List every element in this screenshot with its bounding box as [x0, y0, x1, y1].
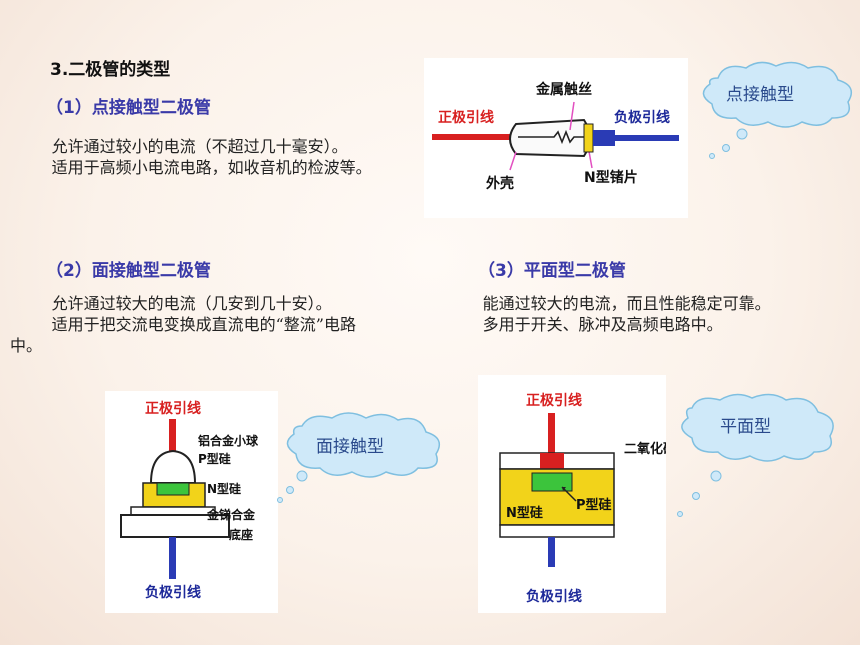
section-title: 3.二极管的类型: [50, 60, 171, 80]
planar-neg-lead-label: 负极引线: [526, 588, 582, 605]
junction-para1: 允许通过较大的电流（几安到几十安）。: [51, 294, 332, 313]
junction-diagram: 正极引线 负极引线 铝合金小球 P型硅 N型硅 金锑合金 底座: [105, 391, 278, 613]
junction-n-si-label: N型硅: [207, 481, 241, 496]
base-label: 底座: [229, 527, 253, 542]
point-contact-callout: 点接触型: [690, 56, 860, 166]
junction-callout: 面接触型: [262, 410, 462, 510]
planar-heading: （3）平面型二极管: [478, 261, 626, 281]
planar-pos-lead-label: 正极引线: [526, 392, 582, 409]
planar-callout-text: 平面型: [720, 417, 771, 437]
planar-para1: 能通过较大的电流，而且性能稳定可靠。: [482, 294, 771, 313]
junction-callout-text: 面接触型: [316, 437, 384, 457]
ball-label: 铝合金小球: [198, 433, 259, 448]
junction-p-si-label: P型硅: [198, 451, 231, 466]
point-contact-callout-text: 点接触型: [726, 85, 794, 105]
shell-label: 外壳: [486, 175, 514, 192]
junction-pos-lead-label: 正极引线: [145, 400, 201, 417]
junction-neg-lead-label: 负极引线: [145, 584, 201, 601]
planar-n-si-label: N型硅: [506, 505, 543, 521]
planar-text: 能通过较大的电流，而且性能稳定可靠。 多用于开关、脉冲及高频电路中。: [441, 293, 813, 335]
alloy-label: 金锑合金: [206, 507, 256, 522]
junction-heading: （2）面接触型二极管: [46, 261, 211, 281]
point-contact-text: 允许通过较小的电流（不超过几十毫安）。 适用于高频小电流电路，如收音机的检波等。: [10, 136, 420, 178]
junction-text: 允许通过较大的电流（几安到几十安）。 适用于把交流电变换成直流电的“整流”电路中…: [10, 293, 360, 356]
point-contact-heading: （1）点接触型二极管: [46, 98, 211, 118]
point-contact-para1: 允许通过较小的电流（不超过几十毫安）。: [51, 137, 348, 156]
oxide-label: 二氧化硅: [624, 441, 666, 457]
neg-lead-label: 负极引线: [614, 109, 670, 126]
wire-label: 金属触丝: [535, 81, 592, 98]
planar-p-si-label: P型硅: [576, 497, 612, 513]
point-contact-diagram: 金属触丝 正极引线 负极引线 外壳 N型锗片: [424, 58, 688, 218]
pos-lead-label: 正极引线: [438, 109, 494, 126]
chip-label: N型锗片: [584, 169, 638, 186]
planar-para2: 多用于开关、脉冲及高频电路中。: [482, 315, 723, 334]
planar-diagram: 正极引线 负极引线 二氧化硅 N型硅 P型硅: [478, 375, 676, 613]
junction-para2: 适用于把交流电变换成直流电的“整流”电路中。: [10, 315, 356, 355]
planar-callout: 平面型: [668, 390, 858, 530]
point-contact-para2: 适用于高频小电流电路，如收音机的检波等。: [51, 158, 372, 177]
